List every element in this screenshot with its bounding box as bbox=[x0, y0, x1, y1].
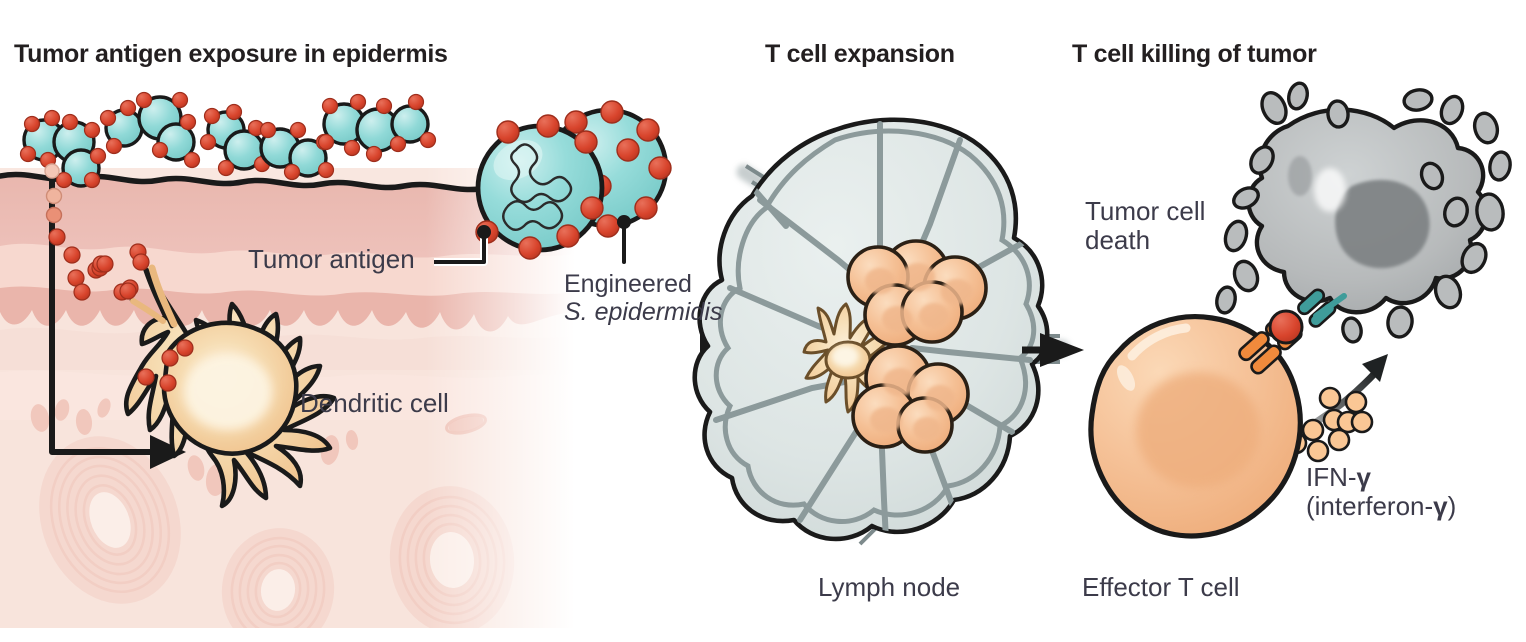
gamma-symbol-icon: γ bbox=[1433, 491, 1448, 522]
apoptotic-blebs bbox=[1215, 81, 1512, 344]
label-engineered-s-epidermidis: Engineered S. epidermidis bbox=[564, 270, 722, 326]
dying-tumor-cell bbox=[1215, 81, 1512, 344]
label-tumor-death-line2: death bbox=[1085, 225, 1151, 256]
label-engineered-line2: S. epidermidis bbox=[564, 298, 723, 326]
internalized-antigens bbox=[96, 253, 194, 392]
label-effector-t-cell: Effector T cell bbox=[1082, 572, 1240, 602]
lymph-node bbox=[692, 117, 1070, 546]
label-ifn-abbrev: IFN- bbox=[1306, 462, 1357, 492]
callout-tumor-antigen bbox=[434, 225, 491, 266]
bacterium-antigens bbox=[475, 114, 604, 260]
label-tumor-antigen: Tumor antigen bbox=[248, 244, 415, 274]
gamma-symbol-icon: γ bbox=[1356, 462, 1372, 492]
label-tumor-cell-death: Tumor cell death bbox=[1085, 196, 1206, 256]
panel-title-t-cell-expansion: T cell expansion bbox=[765, 40, 955, 68]
presented-antigen bbox=[1268, 309, 1304, 345]
label-interferon-close: ) bbox=[1447, 491, 1457, 522]
callout-engineered bbox=[617, 215, 631, 266]
label-tumor-death-line1: Tumor cell bbox=[1085, 196, 1206, 226]
bacteria-cluster bbox=[99, 91, 201, 169]
label-lymph-node: Lymph node bbox=[818, 572, 961, 602]
engineered-bacteria-pair bbox=[475, 100, 672, 260]
plasmid-dna bbox=[502, 143, 573, 231]
tumor-highlight bbox=[1314, 168, 1346, 212]
dendritic-cell bbox=[96, 253, 337, 509]
surface-bacteria-field bbox=[19, 91, 437, 189]
t-cell-nucleus bbox=[1136, 372, 1260, 488]
t-cell-cluster-upper bbox=[846, 239, 988, 347]
label-dendritic-cell: Dendritic cell bbox=[300, 388, 449, 418]
tumor-nucleus bbox=[1335, 179, 1430, 269]
label-ifn-gamma: IFN-γ (interferon-γ) bbox=[1306, 462, 1457, 522]
label-engineered-line1: Engineered bbox=[564, 270, 692, 298]
bacteria-cluster bbox=[19, 109, 107, 189]
t-cell-cluster-lower bbox=[851, 344, 970, 454]
tcr-mhc-complex bbox=[1238, 288, 1347, 375]
panel-title-antigen-exposure: Tumor antigen exposure in epidermis bbox=[14, 40, 448, 68]
bacteria-cluster bbox=[199, 103, 271, 177]
t-cell-highlight bbox=[1127, 323, 1191, 361]
bacteria-cluster bbox=[317, 93, 437, 163]
lymph-node-inner-rim bbox=[713, 128, 1037, 524]
label-interferon-open: (interferon- bbox=[1306, 491, 1434, 522]
effector-t-cell bbox=[1088, 314, 1303, 539]
arrow-lymphnode-to-tumor bbox=[1022, 333, 1084, 367]
antigen-uptake-arrow bbox=[49, 180, 186, 469]
panel-title-t-cell-killing: T cell killing of tumor bbox=[1072, 40, 1317, 68]
